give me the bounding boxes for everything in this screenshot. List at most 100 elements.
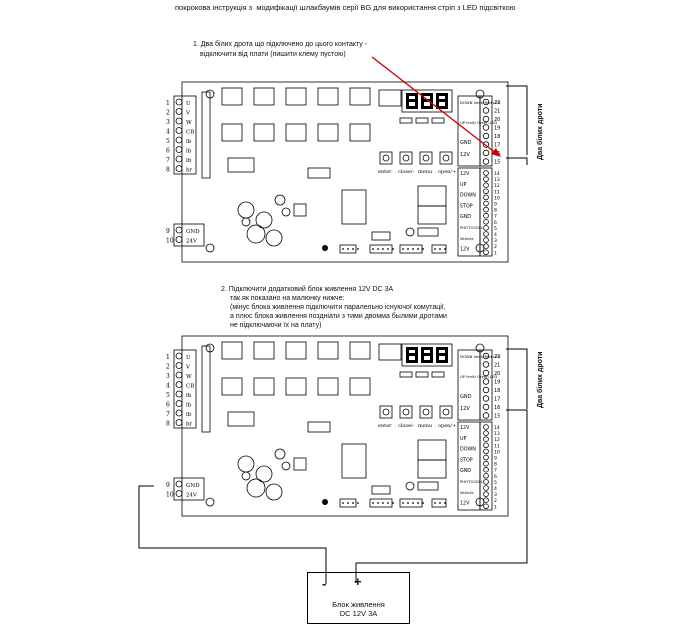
terminal-number: 8	[166, 167, 170, 174]
wires-figure-2	[138, 348, 528, 584]
power-supply-block: - + Блок живлення DC 12V 3A	[307, 572, 410, 624]
screw-terminal	[483, 479, 489, 485]
terminal-label: UP limit/ Green LED	[460, 374, 497, 379]
mounting-hole	[205, 243, 215, 253]
electrolytic-capacitor	[237, 201, 255, 219]
terminal-label: CB	[186, 130, 194, 136]
transformer	[341, 189, 367, 225]
screw-terminal	[482, 386, 490, 394]
left-strip	[201, 91, 211, 179]
connector-pin	[417, 248, 419, 250]
relay	[285, 341, 307, 360]
electrolytic-capacitor	[274, 194, 286, 206]
terminal-label: br	[186, 422, 193, 428]
mounting-hole	[241, 217, 251, 227]
relay	[253, 341, 275, 360]
terminal-number: 9	[494, 202, 497, 208]
relay	[253, 87, 275, 106]
relay	[285, 87, 307, 106]
terminal-number: 8	[494, 208, 497, 214]
terminal-number: 6	[166, 402, 170, 409]
terminal-number: 1	[494, 504, 497, 510]
terminal-label: PHOTOCELL	[460, 225, 484, 230]
button-label: menu	[418, 169, 433, 175]
terminal-number: 10	[166, 238, 174, 245]
screw-terminal	[482, 149, 490, 157]
terminal-number: 19	[494, 126, 500, 132]
terminal-number: 21	[494, 363, 500, 369]
digit-gap	[439, 96, 445, 99]
connector	[339, 244, 357, 254]
terminal-number: 8	[494, 462, 497, 468]
mounting-hole	[405, 227, 415, 237]
screw-terminal	[483, 485, 489, 491]
screw-terminal	[175, 155, 183, 163]
screw-terminal	[483, 225, 489, 231]
terminal-number: 18	[494, 388, 500, 394]
screw-terminal	[482, 115, 490, 123]
connector-pin	[434, 502, 436, 504]
screw-terminal	[175, 108, 183, 115]
push-button	[399, 405, 413, 419]
terminal-number: 3	[494, 492, 497, 498]
terminal-number: 20	[494, 117, 500, 123]
relay	[317, 123, 339, 142]
terminal-label: lb	[186, 149, 192, 155]
button-label: close/-	[398, 169, 415, 175]
push-button-cap	[442, 154, 450, 162]
screw-terminal	[483, 243, 489, 250]
screw-terminal	[483, 503, 489, 510]
push-button	[419, 151, 433, 165]
terminal-number: 5	[494, 480, 497, 486]
terminal-number: 19	[494, 380, 500, 386]
screw-terminal	[483, 430, 489, 436]
mounting-hole	[241, 471, 251, 481]
step2-text-line4: а плюс блока живлення поздніати з тими д…	[230, 313, 447, 320]
terminal-number: 21	[494, 109, 500, 115]
screw-terminal	[482, 132, 490, 140]
terminal-label: DOWN	[460, 447, 476, 453]
terminal-label: lb	[186, 412, 192, 418]
screw-terminal	[483, 176, 489, 182]
terminal-label: lb	[186, 403, 192, 409]
screw-terminal	[175, 362, 183, 369]
screw-terminal	[483, 442, 489, 449]
connector-pin	[412, 248, 414, 250]
seven-segment-digit	[406, 347, 418, 363]
connector-pin	[377, 502, 379, 504]
terminal-label: CB	[186, 384, 194, 390]
terminal-label: 12V	[460, 501, 470, 507]
push-button-cap	[442, 408, 450, 416]
mounting-hole	[205, 497, 215, 507]
screw-terminal	[482, 395, 490, 402]
ic-chip	[293, 203, 307, 217]
connector-pin	[444, 248, 446, 250]
connector-pin	[357, 502, 359, 504]
screw-terminal	[482, 158, 490, 165]
screw-terminal	[175, 226, 183, 234]
terminal-label: W	[186, 374, 192, 380]
terminal-label: PHOTOCELL	[460, 479, 484, 484]
display-frame	[401, 343, 453, 367]
connector-pin	[377, 248, 379, 250]
screw-terminal	[175, 409, 183, 417]
connector-pin	[417, 502, 419, 504]
connector-pin	[422, 502, 424, 504]
terminal-number: 12	[494, 183, 500, 189]
terminal-number: 12	[494, 437, 500, 443]
terminal-number: 4	[166, 383, 170, 390]
terminal-number: 9	[166, 228, 170, 235]
button-label: open/+	[438, 169, 456, 175]
screw-terminal	[483, 206, 489, 213]
screw-terminal	[483, 212, 489, 219]
connector-pin	[347, 502, 349, 504]
terminal-label: W	[186, 120, 192, 126]
connector-pin	[407, 502, 409, 504]
terminal-number: 2	[494, 244, 497, 250]
terminal-number: 15	[494, 160, 500, 166]
connector-pin	[444, 502, 446, 504]
relay	[417, 459, 447, 479]
screw-terminal	[482, 412, 490, 419]
